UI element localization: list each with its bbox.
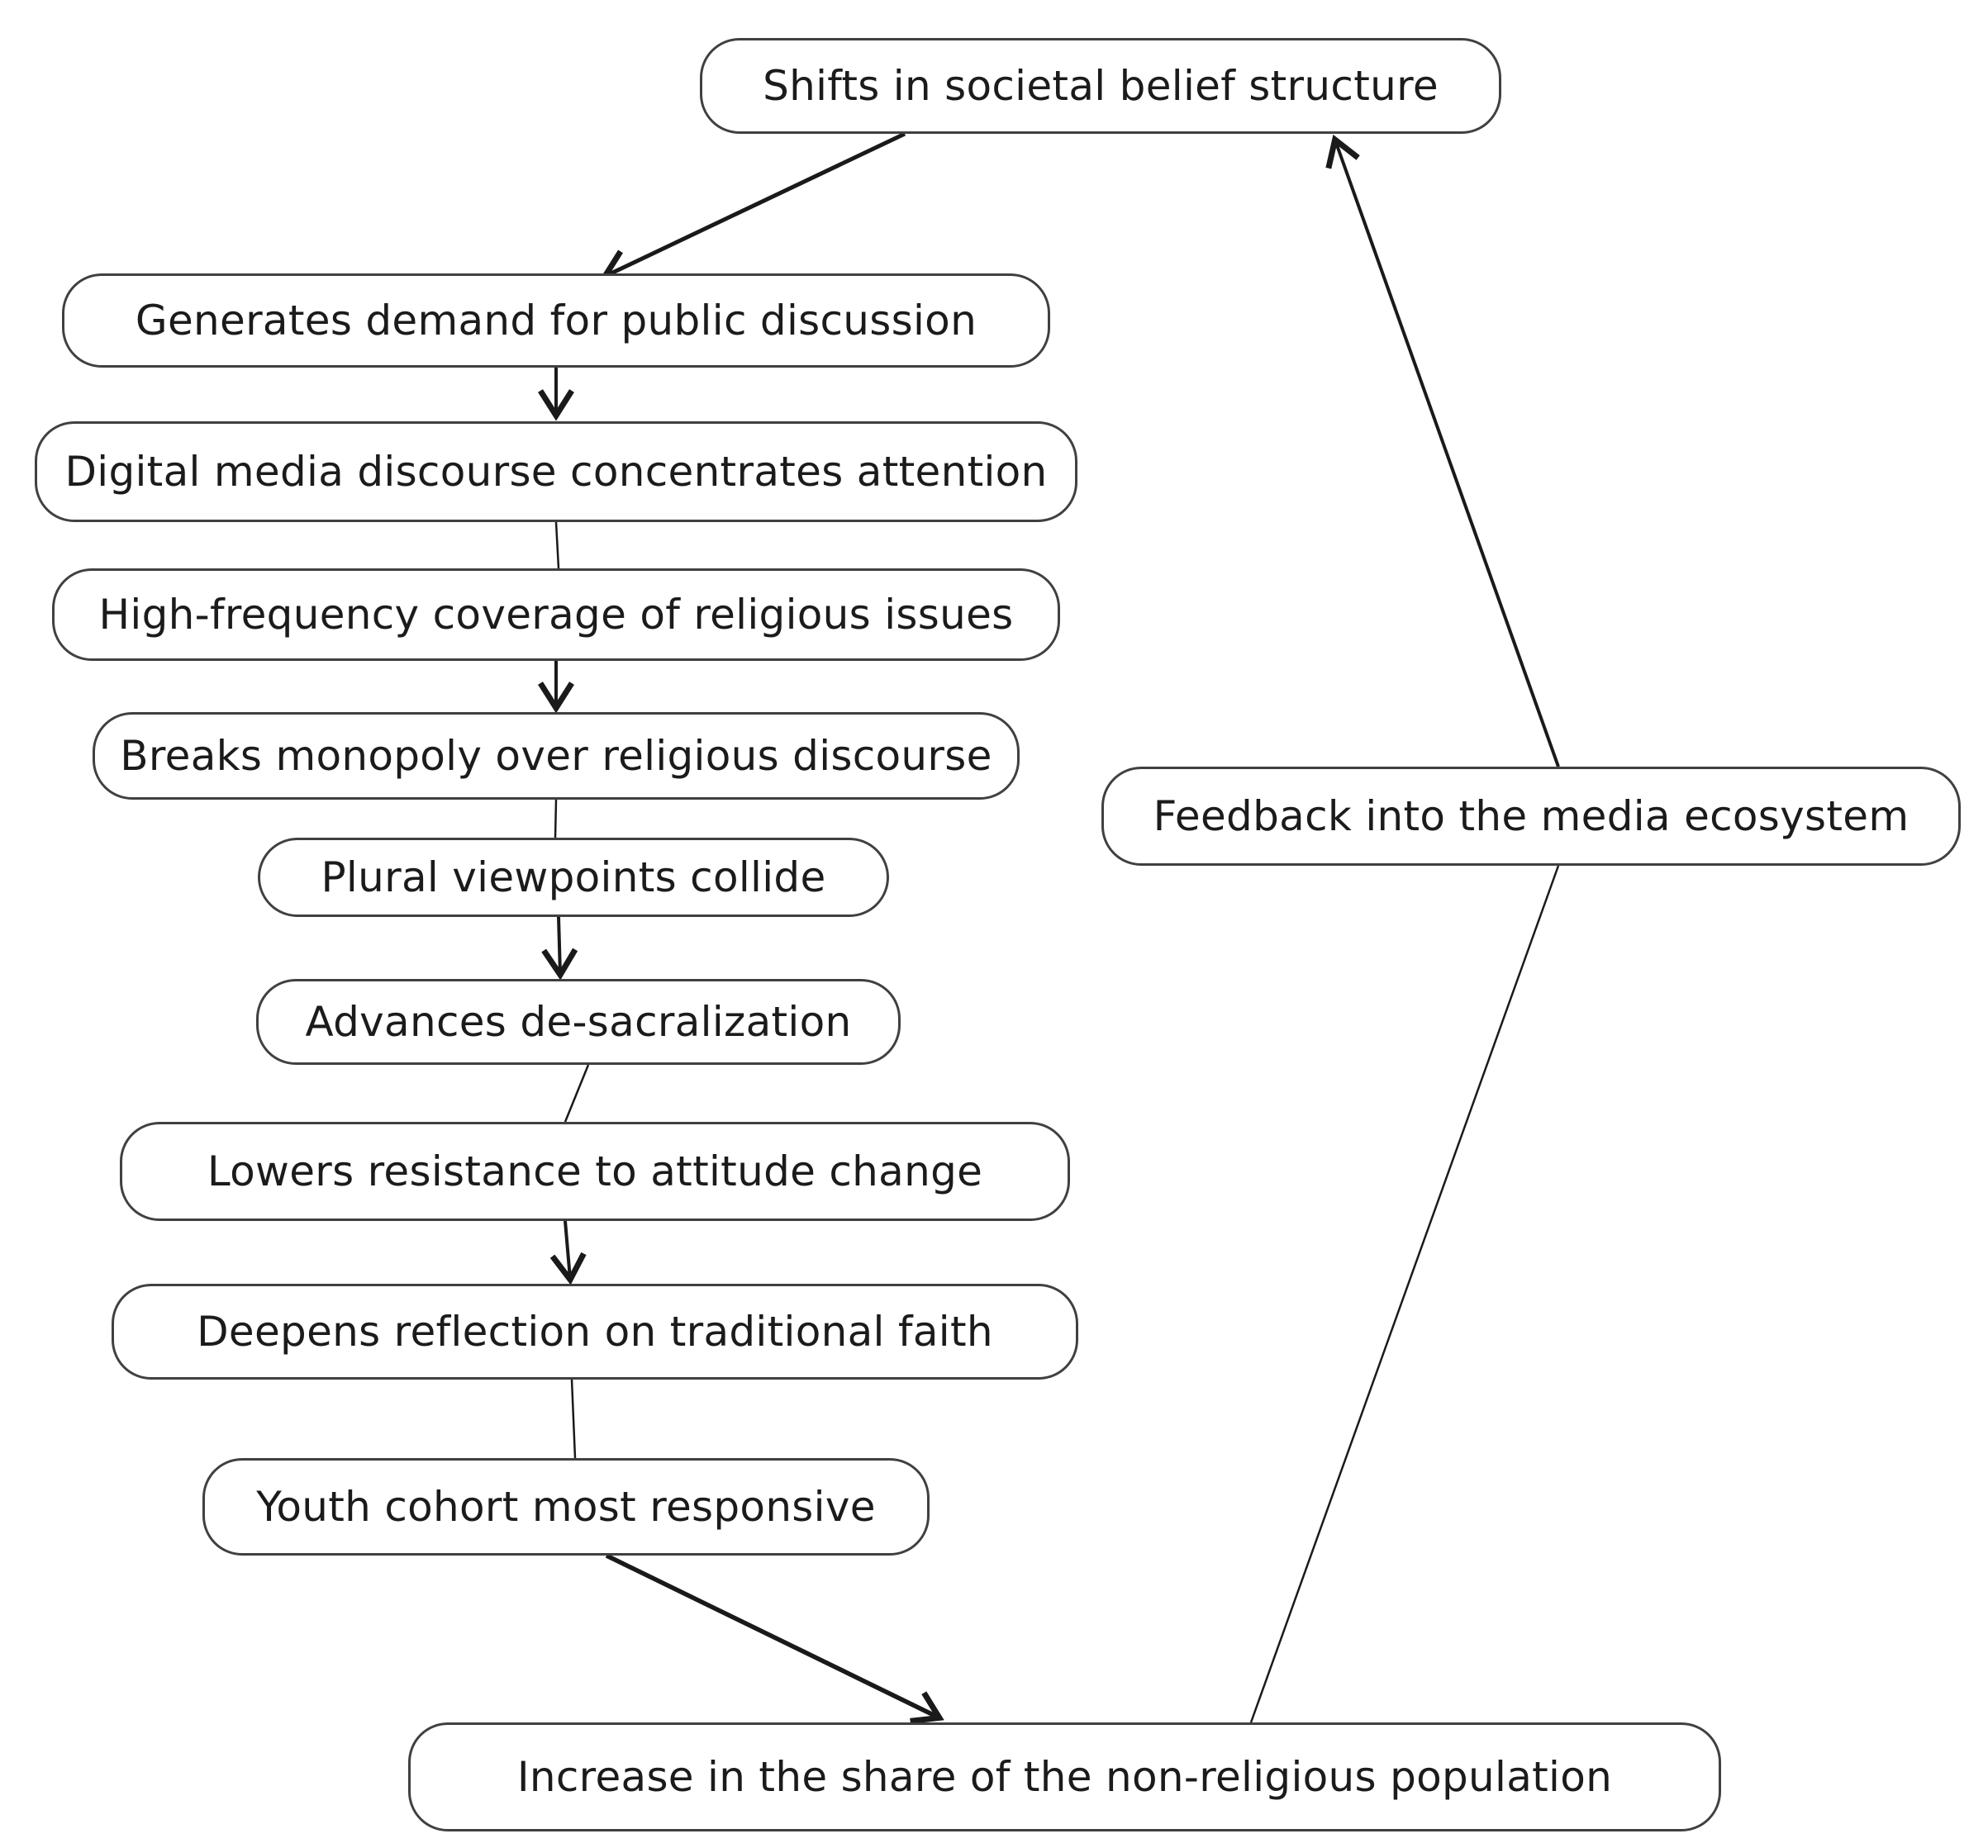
edge-feedback-shifts	[1325, 134, 1560, 767]
node-breaks: Breaks monopoly over religious discourse	[93, 712, 1020, 800]
edge-advances-lowers	[564, 1064, 590, 1123]
node-lowers-label: Lowers resistance to attitude change	[207, 1147, 983, 1195]
node-youth: Youth cohort most responsive	[202, 1458, 930, 1556]
node-increase-label: Increase in the share of the non-religio…	[516, 1753, 1613, 1801]
node-lowers: Lowers resistance to attitude change	[120, 1122, 1070, 1221]
edge-deepens-youth	[570, 1379, 577, 1459]
edge-digital-highfreq	[554, 521, 560, 569]
node-plural-label: Plural viewpoints collide	[321, 853, 826, 901]
node-shifts-label: Shifts in societal belief structure	[763, 62, 1439, 110]
edge-shifts-generates	[600, 131, 906, 283]
node-breaks-label: Breaks monopoly over religious discourse	[120, 732, 992, 780]
edge-youth-increase	[605, 1553, 944, 1724]
node-plural: Plural viewpoints collide	[258, 838, 889, 917]
node-youth-label: Youth cohort most responsive	[256, 1483, 876, 1531]
node-deepens: Deepens reflection on traditional faith	[112, 1284, 1078, 1380]
edge-increase-feedback	[1249, 865, 1560, 1723]
node-shifts: Shifts in societal belief structure	[700, 38, 1501, 134]
edge-breaks-plural	[554, 799, 558, 838]
node-advances: Advances de-sacralization	[256, 979, 901, 1065]
node-digital: Digital media discourse concentrates att…	[35, 421, 1077, 522]
node-highfreq-label: High-frequency coverage of religious iss…	[98, 591, 1014, 639]
edge-lowers-deepens	[549, 1220, 587, 1285]
node-feedback: Feedback into the media ecosystem	[1101, 767, 1961, 866]
node-advances-label: Advances de-sacralization	[305, 998, 852, 1046]
node-deepens-label: Deepens reflection on traditional faith	[197, 1308, 993, 1356]
node-feedback-label: Feedback into the media ecosystem	[1153, 792, 1910, 840]
node-generates-label: Generates demand for public discussion	[135, 297, 977, 344]
edge-plural-advances	[541, 916, 578, 981]
node-highfreq: High-frequency coverage of religious iss…	[52, 568, 1060, 661]
node-digital-label: Digital media discourse concentrates att…	[64, 448, 1048, 496]
node-increase: Increase in the share of the non-religio…	[408, 1722, 1721, 1831]
node-generates: Generates demand for public discussion	[62, 273, 1050, 368]
